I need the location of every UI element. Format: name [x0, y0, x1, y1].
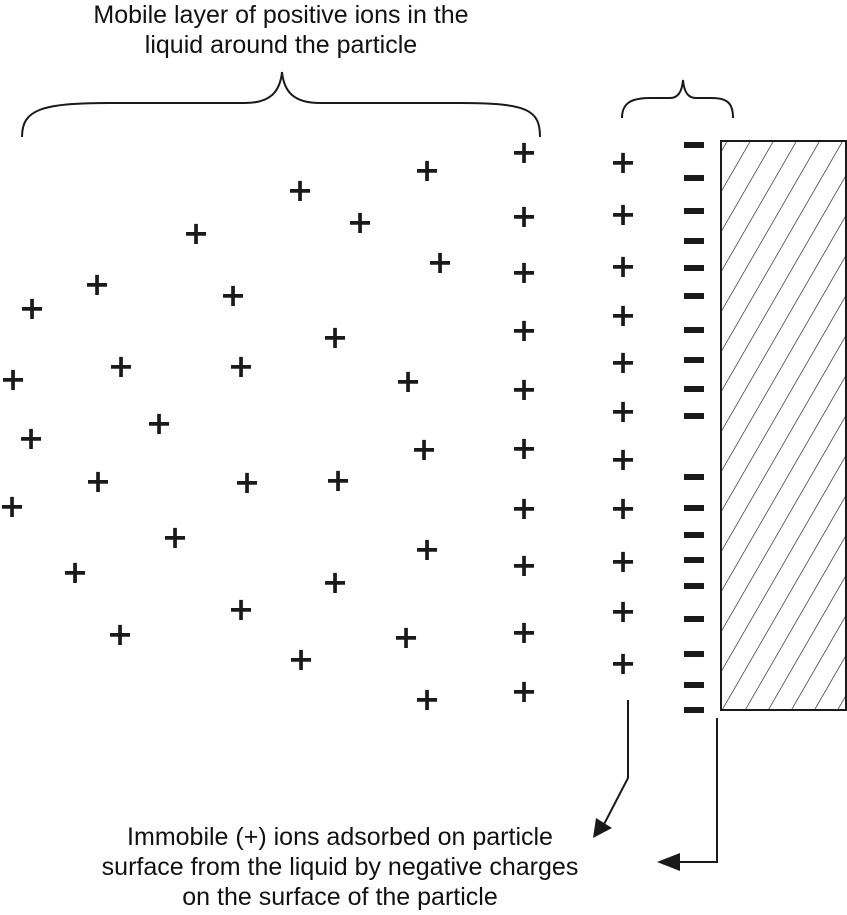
negative-charge [684, 616, 704, 622]
mobile-positive-ion: + [511, 672, 538, 710]
mobile-positive-ion: + [183, 214, 210, 252]
mobile-positive-ion: + [288, 640, 315, 678]
mobile-positive-ion: + [85, 462, 112, 500]
mobile-positive-ion: + [322, 318, 349, 356]
mobile-layer-label: Mobile layer of positive ions in the liq… [0, 0, 562, 60]
mobile-positive-ion: + [84, 265, 111, 303]
mobile-positive-ion: + [511, 197, 538, 235]
negative-charge [684, 208, 704, 214]
mobile-positive-ion: + [19, 289, 46, 327]
immobile-layer-brace [621, 79, 734, 119]
mobile-positive-ion: + [511, 613, 538, 651]
negative-charge [684, 505, 704, 511]
immobile-ions-arrowhead [593, 818, 612, 838]
mobile-positive-ion: + [511, 546, 538, 584]
mobile-layer-label-line-1: Mobile layer of positive ions in the [93, 1, 469, 29]
immobile-positive-ion: + [610, 247, 637, 285]
mobile-positive-ion: + [511, 311, 538, 349]
immobile-ions-label: Immobile (+) ions adsorbed on particle s… [40, 822, 640, 912]
mobile-positive-ion: + [511, 370, 538, 408]
mobile-positive-ion: + [414, 151, 441, 189]
mobile-positive-ion: + [511, 489, 538, 527]
negative-charge [684, 557, 704, 563]
mobile-positive-ion: + [220, 276, 247, 314]
immobile-positive-ion: + [610, 592, 637, 630]
negative-charge [684, 293, 704, 299]
negative-charge [684, 651, 704, 657]
immobile-positive-ion: + [610, 440, 637, 478]
negative-charge [684, 327, 704, 333]
negative-charge [684, 142, 704, 148]
immobile-positive-ion: + [610, 489, 637, 527]
mobile-positive-ion: + [0, 487, 25, 525]
immobile-positive-ion: + [610, 644, 637, 682]
mobile-positive-ion: + [146, 404, 173, 442]
mobile-positive-ion: + [511, 133, 538, 171]
mobile-layer-brace [21, 71, 541, 138]
mobile-positive-ion: + [411, 430, 438, 468]
negative-charge [684, 583, 704, 589]
negative-charge [684, 413, 704, 419]
mobile-positive-ion: + [395, 362, 422, 400]
immobile-ions-arrow [599, 700, 629, 833]
mobile-positive-ion: + [228, 347, 255, 385]
mobile-positive-ion: + [0, 360, 26, 398]
immobile-positive-ion: + [610, 392, 637, 430]
negative-charges-arrowhead [657, 853, 680, 871]
mobile-positive-ion: + [427, 243, 454, 281]
immobile-positive-ion: + [610, 296, 637, 334]
negative-charge [684, 386, 704, 392]
immobile-positive-ion: + [610, 542, 637, 580]
mobile-positive-ion: + [322, 563, 349, 601]
immobile-positive-ion: + [610, 343, 637, 381]
immobile-ions-label-line-3: on the surface of the particle [182, 883, 498, 911]
mobile-positive-ion: + [393, 618, 420, 656]
negative-charge [684, 682, 704, 688]
negative-charge [684, 474, 704, 480]
mobile-positive-ion: + [287, 171, 314, 209]
negative-charge [684, 532, 704, 538]
immobile-positive-ion: + [610, 143, 637, 181]
mobile-positive-ion: + [234, 463, 261, 501]
negative-charge [684, 238, 704, 244]
mobile-positive-ion: + [414, 530, 441, 568]
mobile-positive-ion: + [162, 518, 189, 556]
negative-charge [684, 357, 704, 363]
mobile-positive-ion: + [107, 615, 134, 653]
negative-charge [684, 707, 704, 713]
immobile-ions-label-line-2: surface from the liquid by negative char… [101, 853, 579, 881]
mobile-positive-ion: + [414, 680, 441, 718]
immobile-ions-label-line-1: Immobile (+) ions adsorbed on particle [127, 823, 553, 851]
mobile-positive-ion: + [325, 461, 352, 499]
negative-charges-arrow [676, 718, 718, 863]
particle-surface [720, 140, 847, 711]
negative-charge [684, 175, 704, 181]
mobile-positive-ion: + [62, 553, 89, 591]
mobile-positive-ion: + [108, 347, 135, 385]
mobile-positive-ion: + [347, 203, 374, 241]
mobile-positive-ion: + [511, 429, 538, 467]
mobile-layer-label-line-2: liquid around the particle [144, 31, 418, 59]
negative-charge [684, 265, 704, 271]
immobile-positive-ion: + [610, 195, 637, 233]
mobile-positive-ion: + [18, 419, 45, 457]
ion-symbols: + + + + + + + + + + + + + + + + + + + + + + + + + + + + + + + + + + + + + + + +… [0, 133, 704, 718]
mobile-positive-ion: + [228, 590, 255, 628]
mobile-positive-ion: + [511, 253, 538, 291]
